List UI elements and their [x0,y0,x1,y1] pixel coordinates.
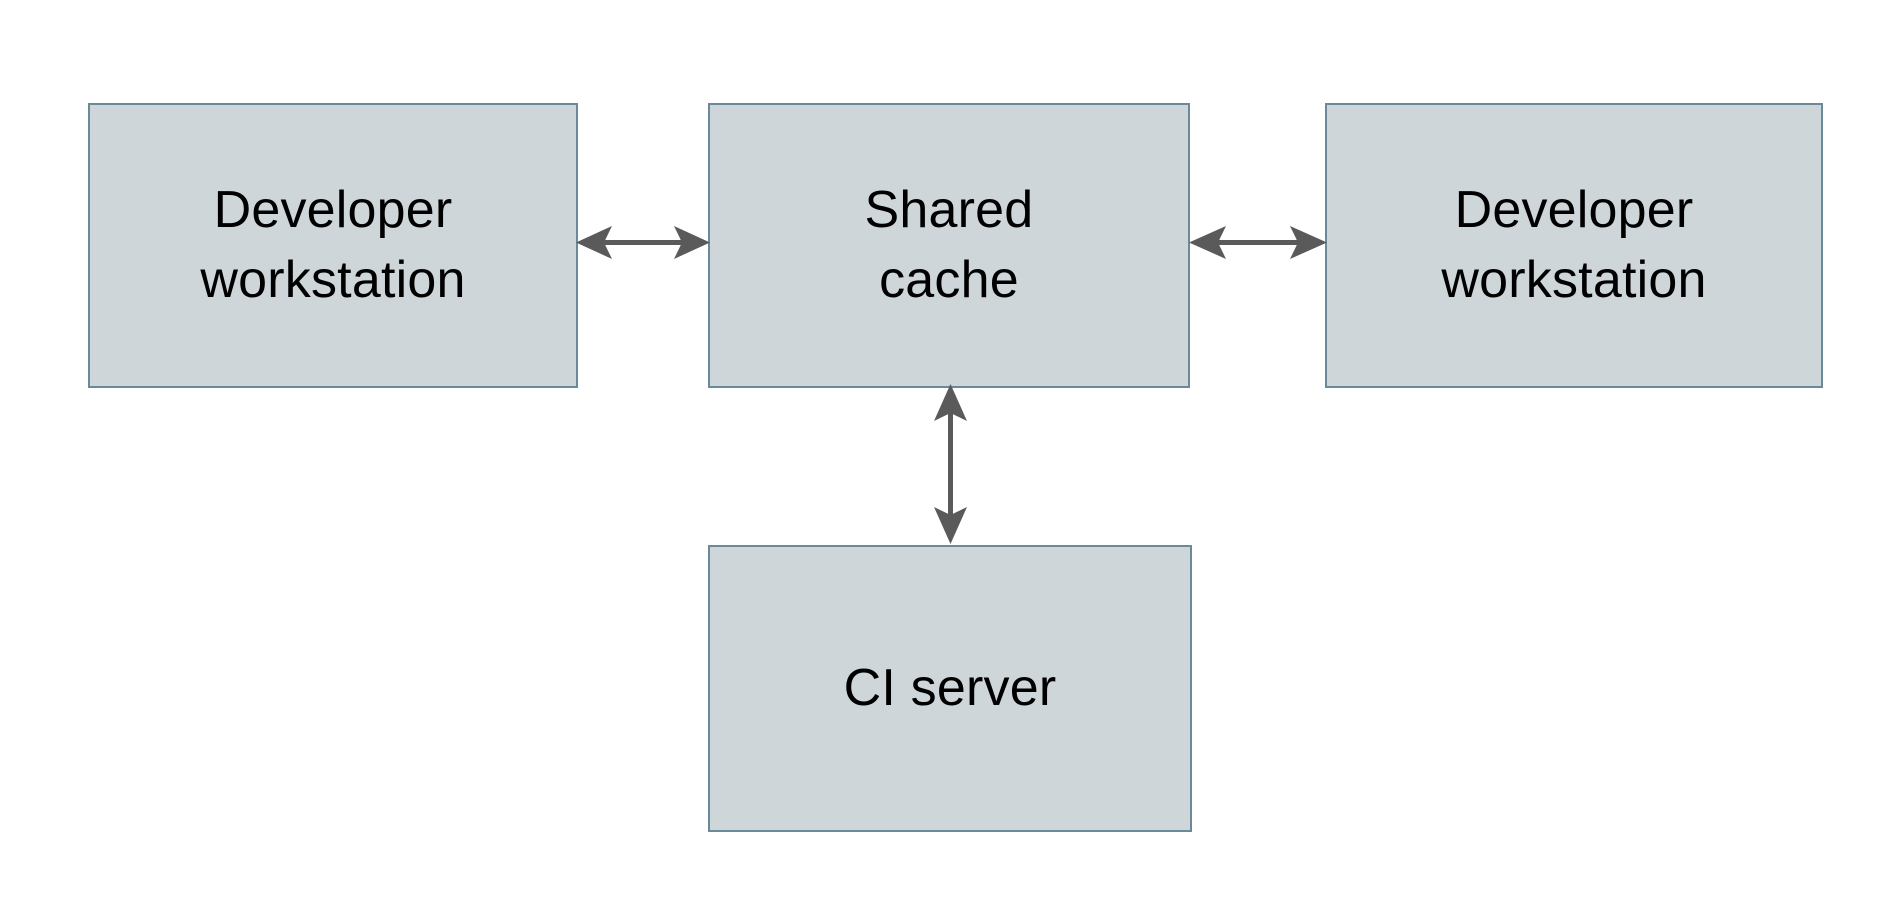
node-developer-workstation-left[interactable]: Developer workstation [88,103,578,388]
node-shared-cache[interactable]: Shared cache [708,103,1190,388]
edge-shared-cache-to-developer-right-bidirectional-arrow[interactable] [1186,212,1329,274]
edge-ci-server-to-shared-cache-bidirectional-arrow[interactable] [920,381,982,547]
node-developer-workstation-right[interactable]: Developer workstation [1325,103,1823,388]
node-label: Shared cache [864,181,1034,309]
edge-developer-left-to-shared-cache-bidirectional-arrow[interactable] [574,212,712,274]
node-ci-server[interactable]: CI server [708,545,1192,832]
node-label: Developer workstation [200,181,466,309]
node-label: CI server [843,658,1057,717]
node-label: Developer workstation [1441,181,1707,309]
